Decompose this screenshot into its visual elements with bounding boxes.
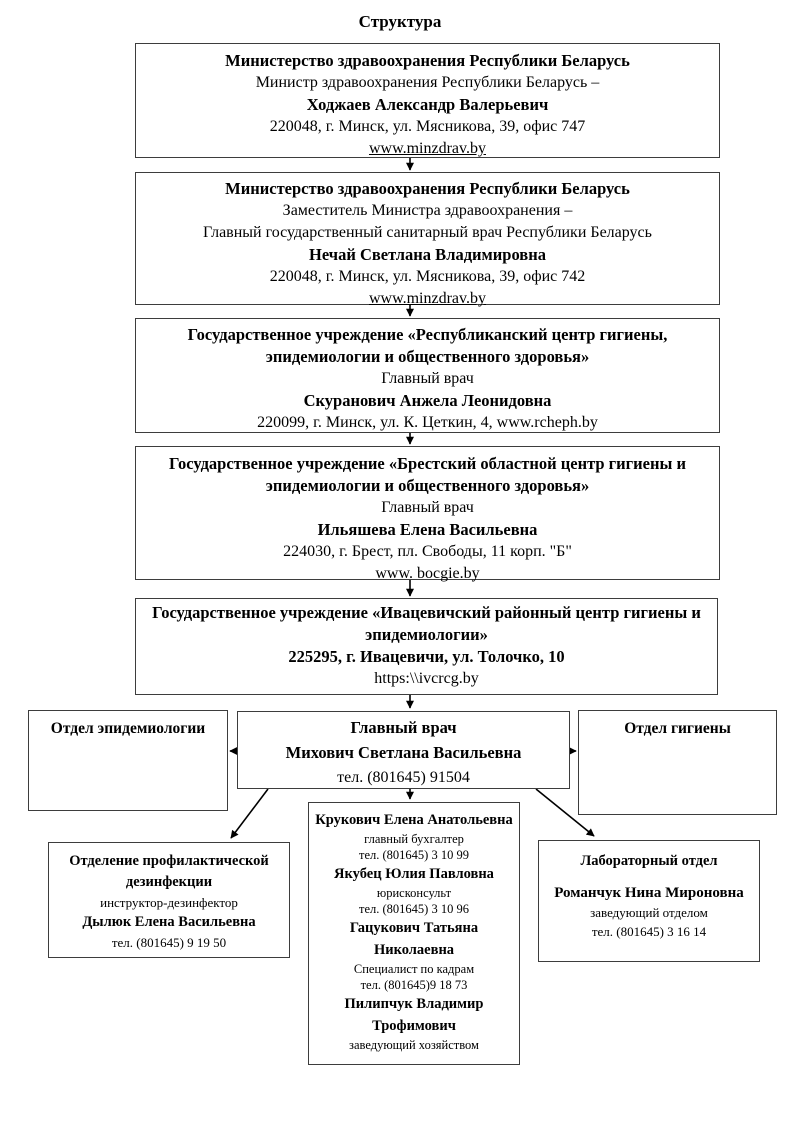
person-name: Дылюк Елена Васильевна (82, 914, 256, 930)
phone-line: тел. (801645)9 18 73 (360, 978, 468, 992)
person-name: Гацукович Татьяна Николаевна (349, 920, 479, 958)
phone-line: тел. (801645) 9 19 50 (111, 935, 227, 950)
address-line: 220048, г. Минск, ул. Мясникова, 39, офи… (269, 118, 586, 135)
position-line: Заместитель Министра здравоохранения – (282, 202, 573, 219)
phone-line: тел. (801645) 3 16 14 (591, 924, 707, 939)
dept-title: Отдел эпидемиологии (50, 720, 206, 737)
page-title: Структура (358, 12, 442, 31)
address-line: 220048, г. Минск, ул. Мясникова, 39, офи… (269, 268, 586, 285)
staff-member: Якубец Юлия Павловна юрисконсульт тел. (… (313, 863, 515, 917)
org-name: Министерство здравоохранения Республики … (225, 51, 630, 70)
org-name: Государственное учреждение «Ивацевичский… (152, 603, 701, 644)
laboratory-dept-box: Лабораторный отдел Романчук Нина Миронов… (538, 840, 760, 962)
staff-member: Крукович Елена Анатольевна главный бухга… (313, 809, 515, 863)
phone-line: тел. (801645) 91504 (337, 769, 470, 786)
phone-line: тел. (801645) 3 10 99 (359, 848, 469, 862)
arrow-chief-to-laboratory (535, 788, 595, 837)
person-name: Якубец Юлия Павловна (334, 866, 494, 882)
org-name: Министерство здравоохранения Республики … (225, 179, 630, 198)
address-line: 224030, г. Брест, пл. Свободы, 11 корп. … (283, 543, 572, 560)
staff-member: Пилипчук Владимир Трофимович заведующий … (313, 993, 515, 1053)
dept-title: Отделение профилактической дезинфекции (69, 853, 269, 890)
position-line: главный бухгалтер (364, 832, 464, 846)
person-name: Ильяшева Елена Васильевна (317, 520, 538, 539)
position-line: инструктор-дезинфектор (100, 895, 238, 910)
staff-box: Крукович Елена Анатольевна главный бухга… (308, 802, 520, 1065)
address-line: 225295, г. Ивацевичи, ул. Толочко, 10 (288, 647, 565, 666)
position-line: юрисконсульт (376, 886, 452, 900)
brest-center-box: Государственное учреждение «Брестский об… (135, 446, 720, 582)
person-name: Михович Светлана Васильевна (285, 743, 522, 762)
staff-member: Гацукович Татьяна Николаевна Специалист … (313, 917, 515, 993)
dept-title: Отдел гигиены (624, 720, 731, 737)
address-line: 220099, г. Минск, ул. К. Цеткин, 4, www.… (257, 414, 598, 431)
hygiene-dept-box: Отдел гигиены (578, 710, 777, 815)
website-line: www. bocgie.by (375, 565, 480, 582)
dept-title: Лабораторный отдел (580, 853, 718, 869)
position-line-2: Главный государственный санитарный врач … (203, 224, 652, 241)
ministry-deputy-box: Министерство здравоохранения Республики … (135, 172, 720, 307)
phone-line: тел. (801645) 3 10 96 (359, 902, 469, 916)
ivacevichi-center-box: Государственное учреждение «Ивацевичский… (135, 598, 718, 695)
position-line: Главный врач (381, 370, 474, 387)
ministry-minister-box: Министерство здравоохранения Республики … (135, 43, 720, 158)
position-line: Министр здравоохранения Республики Белар… (255, 74, 600, 91)
disinfection-dept-box: Отделение профилактической дезинфекции и… (48, 842, 290, 958)
epidemiology-dept-box: Отдел эпидемиологии (28, 710, 228, 811)
website-link[interactable]: www.minzdrav.by (368, 140, 486, 157)
person-name: Романчук Нина Мироновна (554, 885, 744, 901)
website-link[interactable]: www.minzdrav.by (368, 290, 486, 307)
position-line: заведующий отделом (590, 905, 708, 920)
website-line: https:\\ivcrcg.by (374, 670, 479, 687)
chief-doctor-box: Главный врач Михович Светлана Васильевна… (237, 711, 570, 789)
org-name: Государственное учреждение «Брестский об… (168, 454, 687, 495)
person-name: Пилипчук Владимир Трофимович (344, 996, 484, 1034)
arrow-chief-to-disinfection (230, 788, 269, 839)
position-line: Главный врач (381, 499, 474, 516)
position-line: Специалист по кадрам (353, 962, 475, 976)
position-line: заведующий хозяйством (349, 1038, 479, 1052)
person-name: Ходжаев Александр Валерьевич (306, 95, 549, 114)
org-name: Государственное учреждение «Республиканс… (187, 325, 668, 366)
position-line: Главный врач (350, 718, 457, 737)
person-name: Крукович Елена Анатольевна (315, 812, 513, 828)
person-name: Нечай Светлана Владимировна (309, 245, 546, 264)
person-name: Скуранович Анжела Леонидовна (303, 391, 552, 410)
republican-center-box: Государственное учреждение «Республиканс… (135, 318, 720, 433)
